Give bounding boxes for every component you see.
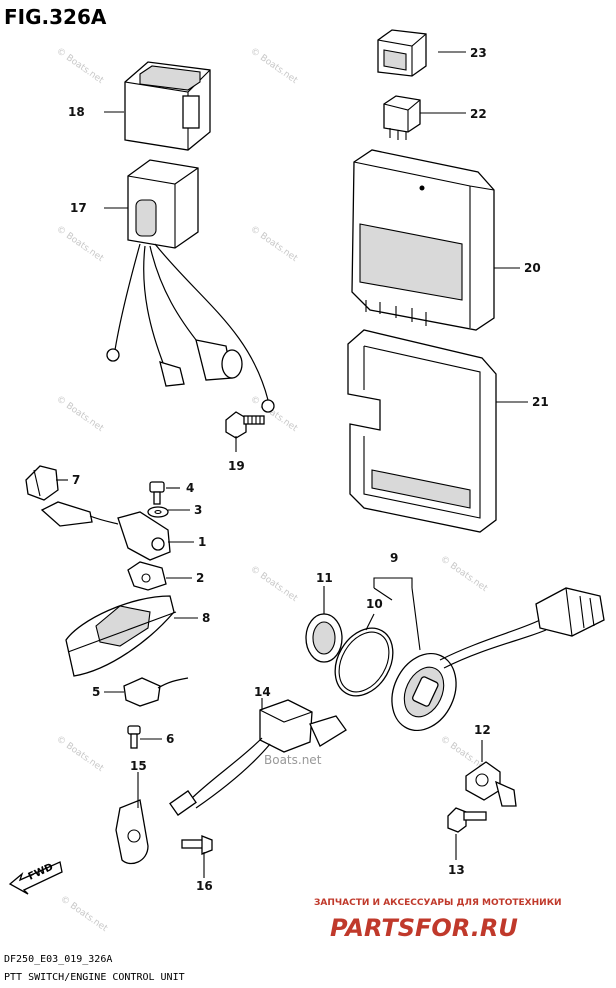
callout-18: 18 [68,105,85,119]
callout-11: 11 [316,571,333,585]
callout-7: 7 [72,473,80,487]
part-23-relay [377,29,427,77]
part-5-switch [123,677,189,707]
callout-12: 12 [474,723,491,737]
part-16-bolt [181,835,213,855]
figure-description: PTT SWITCH/ENGINE CONTROL UNIT [4,972,185,983]
part-1-trim-switch [40,501,171,561]
branding: ЗАПЧАСТИ И АКСЕССУАРЫ ДЛЯ МОТОТЕХНИКИ PA… [314,898,562,942]
callouts: 18 17 19 23 22 20 21 7 4 3 1 2 8 5 6 15 … [68,46,549,893]
callout-4: 4 [186,481,194,495]
callout-5: 5 [92,685,100,699]
callout-16: 16 [196,879,213,893]
callout-17: 17 [70,201,87,215]
callout-10: 10 [366,597,383,611]
callout-20: 20 [524,261,541,275]
part-14-harness [169,699,347,816]
part-6-screw [127,725,141,749]
callout-1: 1 [198,535,206,549]
part-20-ecu [351,149,495,331]
brand-logo: PARTSFOR.RU [330,914,518,942]
callout-22: 22 [470,107,487,121]
fwd-arrow: FWD [8,861,63,895]
part-18-cover [124,61,211,151]
callout-14: 14 [254,685,271,699]
part-3-washer [147,506,169,518]
part-2-cam [127,561,167,591]
leader-lines [56,51,528,878]
watermark: © Boats.net [54,734,105,774]
part-19-bolt [225,411,265,439]
callout-3: 3 [194,503,202,517]
part-15-clamp [115,799,149,865]
watermark: © Boats.net [54,46,105,86]
callout-13: 13 [448,863,465,877]
part-13-bolt [447,807,487,833]
part-17-harness-unit [106,159,275,413]
callout-15: 15 [130,759,147,773]
part-22-relay [383,95,421,140]
watermark: © Boats.net [248,224,299,264]
callout-9: 9 [390,551,398,565]
part-12-clamp [465,761,517,807]
callout-21: 21 [532,395,549,409]
watermark: © Boats.net [54,394,105,434]
figure-title: FIG.326A [4,5,107,29]
part-7-clip [25,465,59,501]
watermark: © Boats.net [54,224,105,264]
brand-tagline: ЗАПЧАСТИ И АКСЕССУАРЫ ДЛЯ МОТОТЕХНИКИ [314,898,562,908]
watermark: © Boats.net [248,46,299,86]
part-21-frame [347,329,497,533]
watermark: © Boats.net [58,894,109,934]
watermark: © Boats.net [438,554,489,594]
callout-19: 19 [228,459,245,473]
part-9-ptt-switch [391,587,605,732]
callout-6: 6 [166,732,174,746]
figure-code: DF250_E03_019_326A [4,954,112,965]
watermark: © Boats.net [248,394,299,434]
part-4-screw [149,481,165,505]
watermark: © Boats.net [248,564,299,604]
part-11-ring [305,613,343,663]
callout-23: 23 [470,46,487,60]
part-10-oring [334,627,394,697]
callout-8: 8 [202,611,210,625]
callout-2: 2 [196,571,204,585]
part-8-panel [65,595,177,677]
center-watermark: Boats.net [264,753,322,767]
